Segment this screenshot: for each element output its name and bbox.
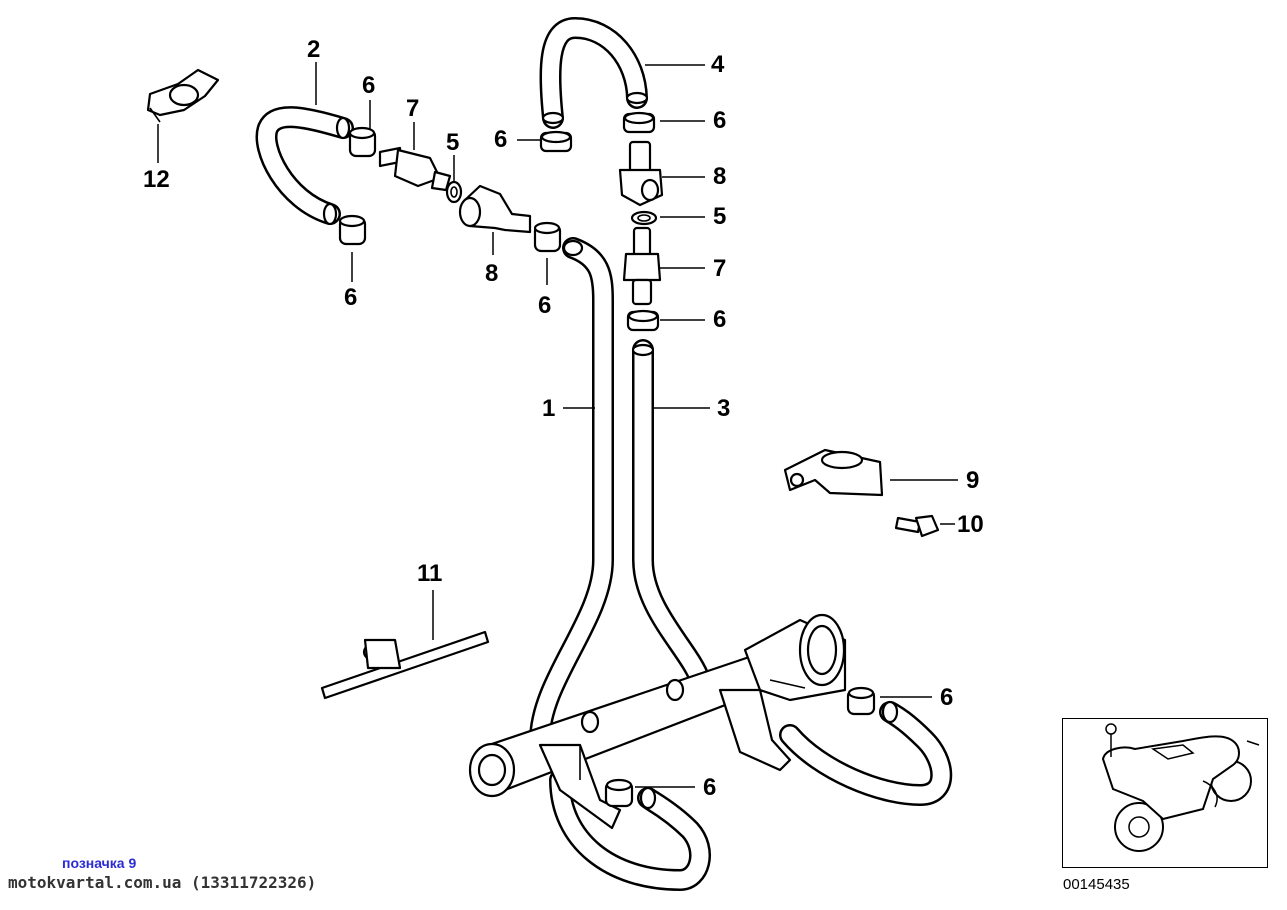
- callout-6: 6: [362, 72, 376, 99]
- callout-6: 6: [713, 107, 727, 134]
- lower-hose-left: [549, 769, 711, 891]
- hose-4: [539, 17, 649, 129]
- callout-3: 3: [717, 395, 731, 422]
- callout-11: 11: [417, 560, 443, 587]
- hose-3: [631, 339, 711, 691]
- callout-5: 5: [713, 203, 727, 230]
- motorcycle-icon: [1101, 723, 1260, 852]
- callout-2: 2: [307, 36, 321, 63]
- hose-clamp: [348, 126, 377, 158]
- check-valve: [622, 226, 662, 306]
- leader-lines: [157, 62, 958, 788]
- clip-12: [146, 68, 220, 123]
- callout-7: 7: [406, 95, 420, 122]
- callout-1: 1: [542, 395, 556, 422]
- callout-8: 8: [485, 260, 499, 287]
- callout-9: 9: [966, 467, 980, 494]
- o-ring: [445, 180, 463, 204]
- hose-clamp: [604, 778, 634, 808]
- o-ring: [630, 210, 658, 226]
- lower-hose-right: [779, 700, 953, 806]
- fuel-rail: [468, 613, 847, 830]
- callout-6: 6: [713, 306, 727, 333]
- callout-6: 6: [703, 774, 717, 801]
- t-piece: [458, 184, 532, 234]
- callout-4: 4: [711, 51, 725, 78]
- hose-2: [255, 106, 354, 226]
- cable-tie: [320, 630, 490, 700]
- part-number: 00145435: [1063, 876, 1130, 893]
- callout-6: 6: [940, 684, 954, 711]
- hose-1: [529, 237, 614, 751]
- hose-clamp: [622, 111, 656, 134]
- bolt-10: [894, 514, 940, 538]
- callout-10: 10: [957, 511, 984, 538]
- callout-7: 7: [713, 255, 727, 282]
- callout-8: 8: [713, 163, 727, 190]
- hose-clamp: [338, 214, 367, 246]
- location-thumbnail: [1062, 718, 1268, 868]
- hose-clamp: [539, 130, 573, 153]
- callout-5: 5: [446, 129, 460, 156]
- t-piece: [618, 140, 664, 207]
- callout-6: 6: [494, 126, 508, 153]
- callout-6: 6: [538, 292, 552, 319]
- hose-clamp: [626, 309, 660, 332]
- check-valve: [378, 146, 452, 192]
- site-watermark: motokvartal.com.ua (13311722326): [8, 873, 317, 892]
- hose-clamp: [846, 686, 876, 716]
- hose-clamp: [533, 221, 562, 253]
- callout-6: 6: [344, 284, 358, 311]
- callout-12: 12: [143, 166, 170, 193]
- bracket-9: [783, 448, 884, 497]
- diagram-label: позначка 9: [62, 855, 137, 871]
